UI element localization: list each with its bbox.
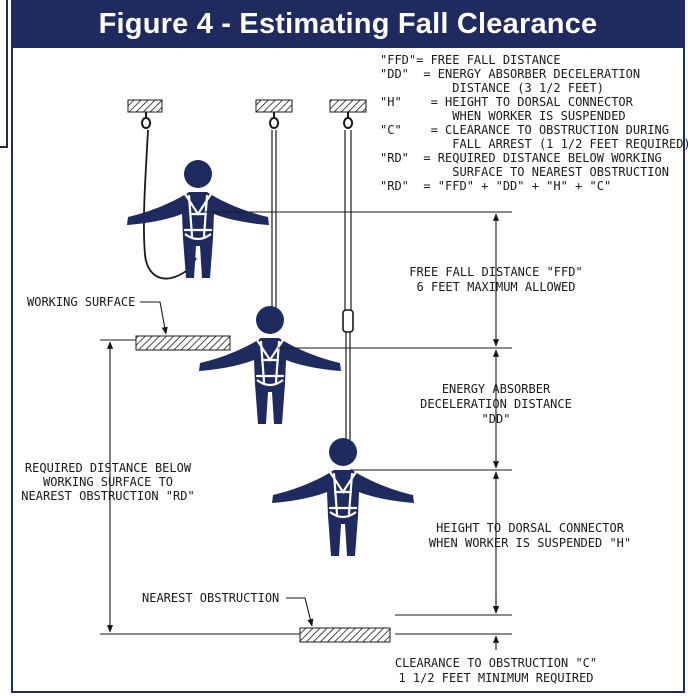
legend-line: FALL ARREST (1 1/2 FEET REQUIRED): [380, 137, 688, 151]
legend: "FFD"= FREE FALL DISTANCE "DD" = ENERGY …: [380, 53, 688, 193]
legend-line: WHEN WORKER IS SUSPENDED: [380, 109, 626, 123]
lanyard-taut-2: [344, 130, 352, 310]
obstruction-leader: [286, 597, 314, 627]
h-label-line1: HEIGHT TO DORSAL CONNECTOR: [436, 521, 625, 535]
legend-line: "H" = HEIGHT TO DORSAL CONNECTOR: [380, 95, 634, 109]
dd-label-line3: "DD": [482, 412, 511, 426]
lanyard-slack: [143, 129, 197, 280]
legend-line: "RD" = "FFD" + "DD" + "H" + "C": [380, 179, 611, 193]
h-label-line2: WHEN WORKER IS SUSPENDED "H": [429, 536, 631, 550]
working-surface: [135, 335, 231, 351]
c-label-line1: CLEARANCE TO OBSTRUCTION "C": [395, 656, 597, 670]
c-label-line2: 1 1/2 FEET MINIMUM REQUIRED: [398, 671, 593, 685]
worker-free-fall: [197, 304, 343, 426]
lanyard-extended: [345, 332, 351, 440]
figure-title: Figure 4 - Estimating Fall Clearance: [98, 7, 598, 40]
snap-hook-icon: [141, 112, 354, 129]
legend-line: SURFACE TO NEAREST OBSTRUCTION: [380, 165, 669, 179]
legend-line: "C" = CLEARANCE TO OBSTRUCTION DURING: [380, 123, 669, 137]
adjacent-panel-edge: [0, 0, 8, 148]
dimension-labels: FREE FALL DISTANCE "FFD" 6 FEET MAXIMUM …: [21, 265, 631, 685]
ffd-label-line2: 6 FEET MAXIMUM ALLOWED: [417, 280, 576, 294]
anchor-3: [329, 99, 367, 113]
legend-line: DISTANCE (3 1/2 FEET): [380, 81, 604, 95]
legend-line: "FFD"= FREE FALL DISTANCE: [380, 53, 561, 67]
ffd-label-line1: FREE FALL DISTANCE "FFD": [409, 265, 582, 279]
lanyard-taut-1: [271, 130, 277, 308]
reference-lines: [100, 211, 512, 635]
worker-suspended: [270, 436, 416, 558]
legend-line: "DD" = ENERGY ABSORBER DECELERATION: [380, 67, 640, 81]
anchor-1: [127, 99, 163, 113]
rd-label-line3: NEAREST OBSTRUCTION "RD": [21, 489, 194, 503]
dd-label-line1: ENERGY ABSORBER: [442, 382, 551, 396]
energy-absorber: [342, 309, 354, 333]
rd-label-line1: REQUIRED DISTANCE BELOW: [25, 461, 192, 475]
working-surface-leader: [140, 301, 168, 335]
obstruction-surface: [299, 627, 391, 643]
working-surface-label: WORKING SURFACE: [27, 295, 135, 309]
anchor-2: [255, 99, 293, 113]
nearest-obstruction-label: NEAREST OBSTRUCTION: [142, 591, 279, 605]
title-bar: Figure 4 - Estimating Fall Clearance: [11, 0, 685, 48]
rd-label-line2: WORKING SURFACE TO: [43, 475, 173, 489]
worker-standing: [125, 158, 271, 280]
dd-label-line2: DECELERATION DISTANCE: [420, 397, 572, 411]
legend-line: "RD" = REQUIRED DISTANCE BELOW WORKING: [380, 151, 662, 165]
